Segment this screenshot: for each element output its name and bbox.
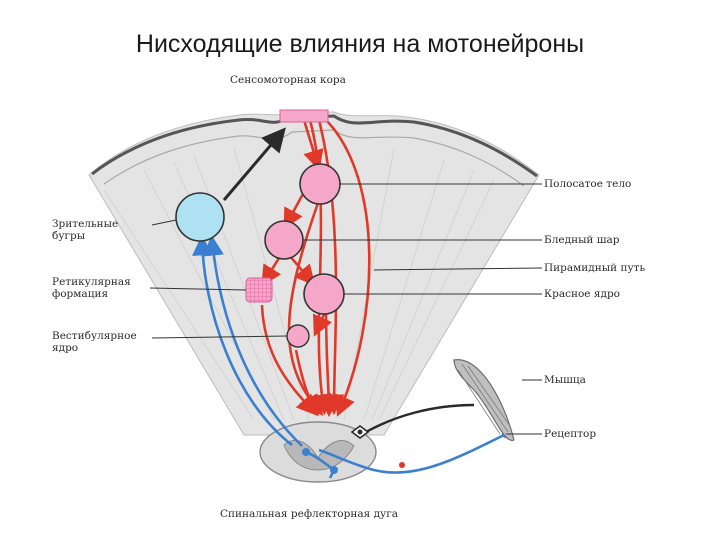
thalamus-nucleus (175, 192, 225, 242)
label-striatum: Полосатое тело (544, 178, 632, 190)
label-reticular-formation: Ретикулярная формация (52, 276, 131, 300)
label-muscle: Мышца (544, 374, 586, 386)
label-sensorimotor-cortex: Сенсомоторная кора (230, 74, 346, 86)
label-red-nucleus: Красное ядро (544, 288, 620, 300)
fiber-lines (103, 147, 495, 421)
label-spinal-arc: Спинальная рефлекторная дуга (220, 508, 398, 520)
reticular-formation (245, 277, 273, 303)
vestibular-nucleus (286, 324, 310, 348)
diagram-figure: Сенсомоторная кора Зрительные бугры Поло… (34, 60, 682, 530)
label-pallidum: Бледный шар (544, 234, 620, 246)
neuro-diagram-svg (88, 109, 543, 483)
leader-lines (149, 183, 543, 435)
striatum-nucleus (299, 163, 341, 205)
muscle-shape (453, 359, 515, 441)
thalamocortical-path (222, 127, 286, 201)
label-vestibular-nucleus: Вестибулярное ядро (52, 330, 137, 354)
label-thalamus: Зрительные бугры (52, 218, 119, 242)
page-title: Нисходящие влияния на мотонейроны (135, 30, 585, 58)
cortex-surface (91, 114, 538, 178)
motor-efferent (358, 403, 475, 438)
label-pyramidal-tract: Пирамидный путь (544, 262, 646, 274)
red-nucleus (303, 273, 345, 315)
pallidum-nucleus (264, 220, 304, 260)
label-receptor: Рецептор (544, 428, 597, 440)
cortex-motor-area (279, 109, 329, 123)
spinal-cord (259, 421, 377, 483)
blue-pathways (192, 234, 505, 479)
